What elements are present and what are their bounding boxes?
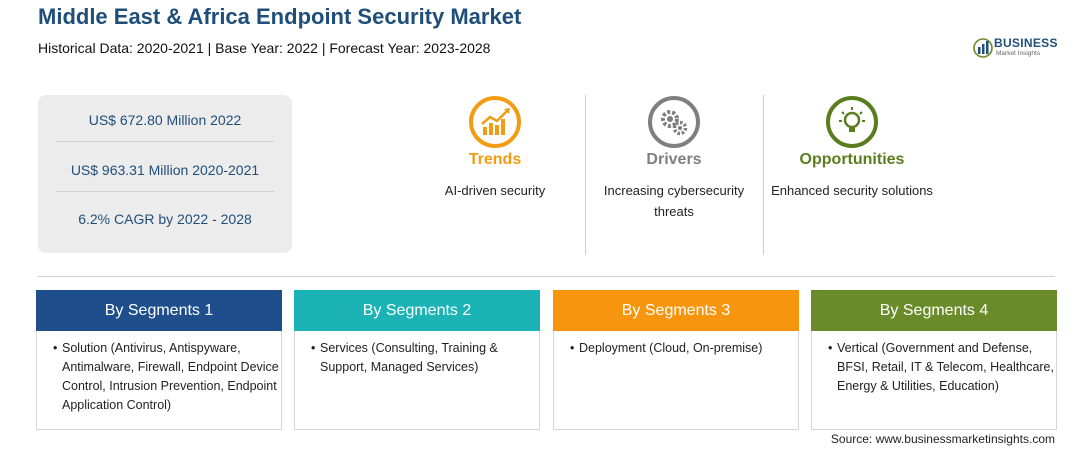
feature-description: AI-driven security: [444, 183, 546, 198]
feature-description: Enhanced security solutions: [771, 183, 933, 198]
lightbulb-icon: [826, 96, 878, 148]
segment-list: Vertical (Government and Defense, BFSI, …: [812, 331, 1056, 396]
segment-list: Services (Consulting, Training & Support…: [295, 331, 539, 377]
source-credit: Source: www.businessmarketinsights.com: [830, 432, 1055, 446]
stat-divider: [56, 191, 274, 192]
logo-name: BUSINESS: [994, 36, 1058, 50]
segment-card-2: By Segments 2 Services (Consulting, Trai…: [294, 290, 540, 430]
stat-market-size-historical: US$ 963.31 Million 2020-2021: [70, 162, 260, 178]
trending-chart-icon: [469, 96, 521, 148]
brand-logo: BUSINESS Market Insights: [972, 34, 1062, 60]
feature-divider: [585, 95, 586, 255]
segment-card-1: By Segments 1 Solution (Antivirus, Antis…: [36, 290, 282, 430]
logo-tagline: Market Insights: [996, 50, 1041, 57]
segment-title: By Segments 1: [36, 290, 282, 331]
segment-item: Services (Consulting, Training & Support…: [311, 339, 539, 377]
market-stats-panel: US$ 672.80 Million 2022 US$ 963.31 Milli…: [38, 95, 292, 253]
segment-item: Deployment (Cloud, On-premise): [570, 339, 798, 358]
segment-card-3: By Segments 3 Deployment (Cloud, On-prem…: [553, 290, 799, 430]
page-subtitle: Historical Data: 2020-2021 | Base Year: …: [38, 40, 491, 56]
page-title: Middle East & Africa Endpoint Security M…: [38, 4, 522, 29]
feature-title: Drivers: [646, 151, 702, 168]
segment-list: Solution (Antivirus, Antispyware, Antima…: [37, 331, 281, 415]
segment-item: Solution (Antivirus, Antispyware, Antima…: [53, 339, 281, 415]
segment-card-4: By Segments 4 Vertical (Government and D…: [811, 290, 1057, 430]
stat-cagr: 6.2% CAGR by 2022 - 2028: [78, 211, 252, 227]
gears-icon: [648, 96, 700, 148]
feature-drivers: Drivers Increasing cybersecurity threats: [585, 95, 763, 222]
segment-title: By Segments 4: [811, 290, 1057, 331]
stat-market-size-2022: US$ 672.80 Million 2022: [88, 112, 242, 128]
section-divider: [38, 276, 1055, 277]
segment-title: By Segments 3: [553, 290, 799, 331]
feature-trends: Trends AI-driven security: [406, 95, 584, 201]
feature-title: Trends: [468, 151, 522, 168]
stat-divider: [56, 141, 274, 142]
segment-list: Deployment (Cloud, On-premise): [554, 331, 798, 358]
bar-chart-globe-icon: [973, 38, 993, 58]
segment-item: Vertical (Government and Defense, BFSI, …: [828, 339, 1056, 396]
feature-opportunities: Opportunities Enhanced security solution…: [763, 95, 941, 201]
segment-title: By Segments 2: [294, 290, 540, 331]
feature-divider: [763, 95, 764, 255]
feature-title: Opportunities: [799, 151, 905, 168]
feature-description: Increasing cybersecurity threats: [603, 183, 745, 219]
